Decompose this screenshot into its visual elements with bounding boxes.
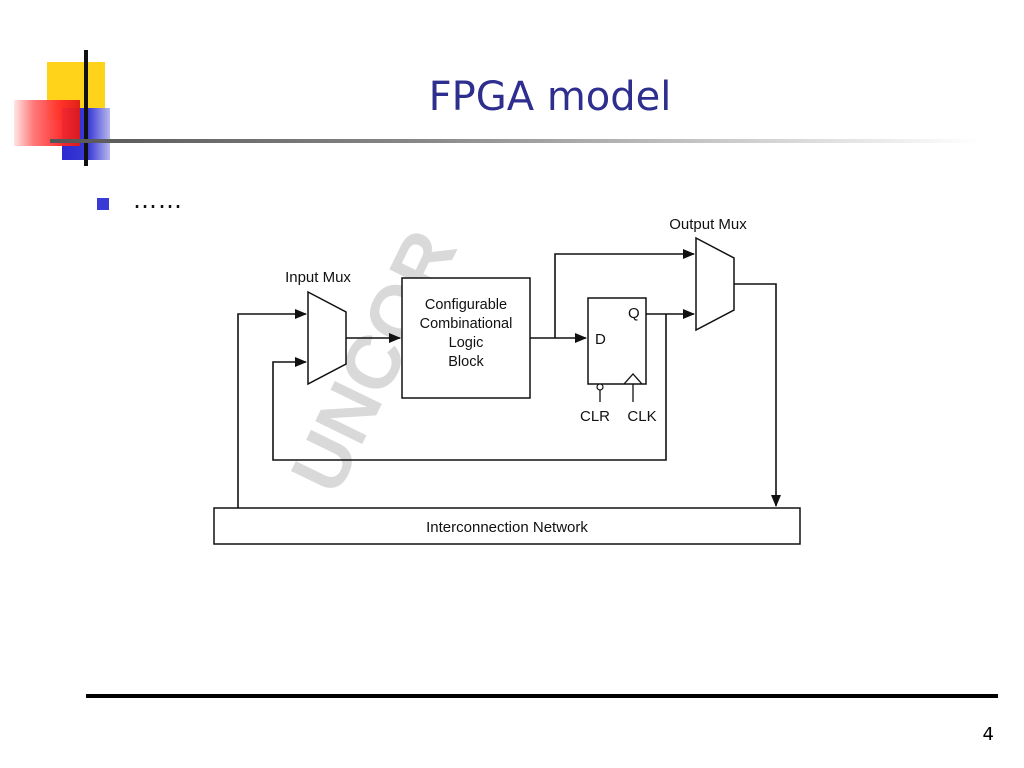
- logic-block: [401, 277, 531, 399]
- logic-block-label-line-2: Combinational: [420, 316, 513, 332]
- input-mux-label: Input Mux: [285, 269, 351, 286]
- input-mux: [307, 290, 347, 386]
- flip-flop: [587, 297, 647, 385]
- logic-block-label-line-3: Logic: [449, 335, 484, 351]
- bottom-rule: [86, 694, 998, 698]
- clr-label: CLR: [580, 408, 610, 425]
- ff-d-label: D: [595, 331, 606, 348]
- ornament-vertical-line: [84, 50, 88, 166]
- ff-q-label: Q: [628, 305, 640, 322]
- ff-clock-triangle: [623, 373, 643, 385]
- title-rule: [50, 139, 980, 143]
- wire-output-mux-to-network: [734, 283, 781, 507]
- wire-feedback-to-input-mux: [272, 314, 667, 461]
- page-title: FPGA model: [428, 74, 672, 120]
- logic-block-label-line-1: Configurable: [425, 297, 507, 313]
- interconnection-network-label: Interconnection Network: [426, 519, 588, 536]
- interconnection-network: [213, 507, 801, 545]
- ff-clr-bubble: [596, 383, 604, 391]
- clk-label: CLK: [627, 408, 656, 425]
- bullet-square-icon: [97, 198, 109, 210]
- page-number: 4: [982, 724, 994, 745]
- ornament-red-square: [14, 100, 80, 146]
- wire-network-to-input-mux: [237, 309, 307, 508]
- output-mux: [695, 236, 735, 332]
- bullet-text: ……: [133, 186, 183, 214]
- output-mux-label: Output Mux: [669, 216, 747, 233]
- wire-logic-bypass-to-output-mux: [554, 249, 695, 338]
- logic-block-label-line-4: Block: [448, 354, 484, 370]
